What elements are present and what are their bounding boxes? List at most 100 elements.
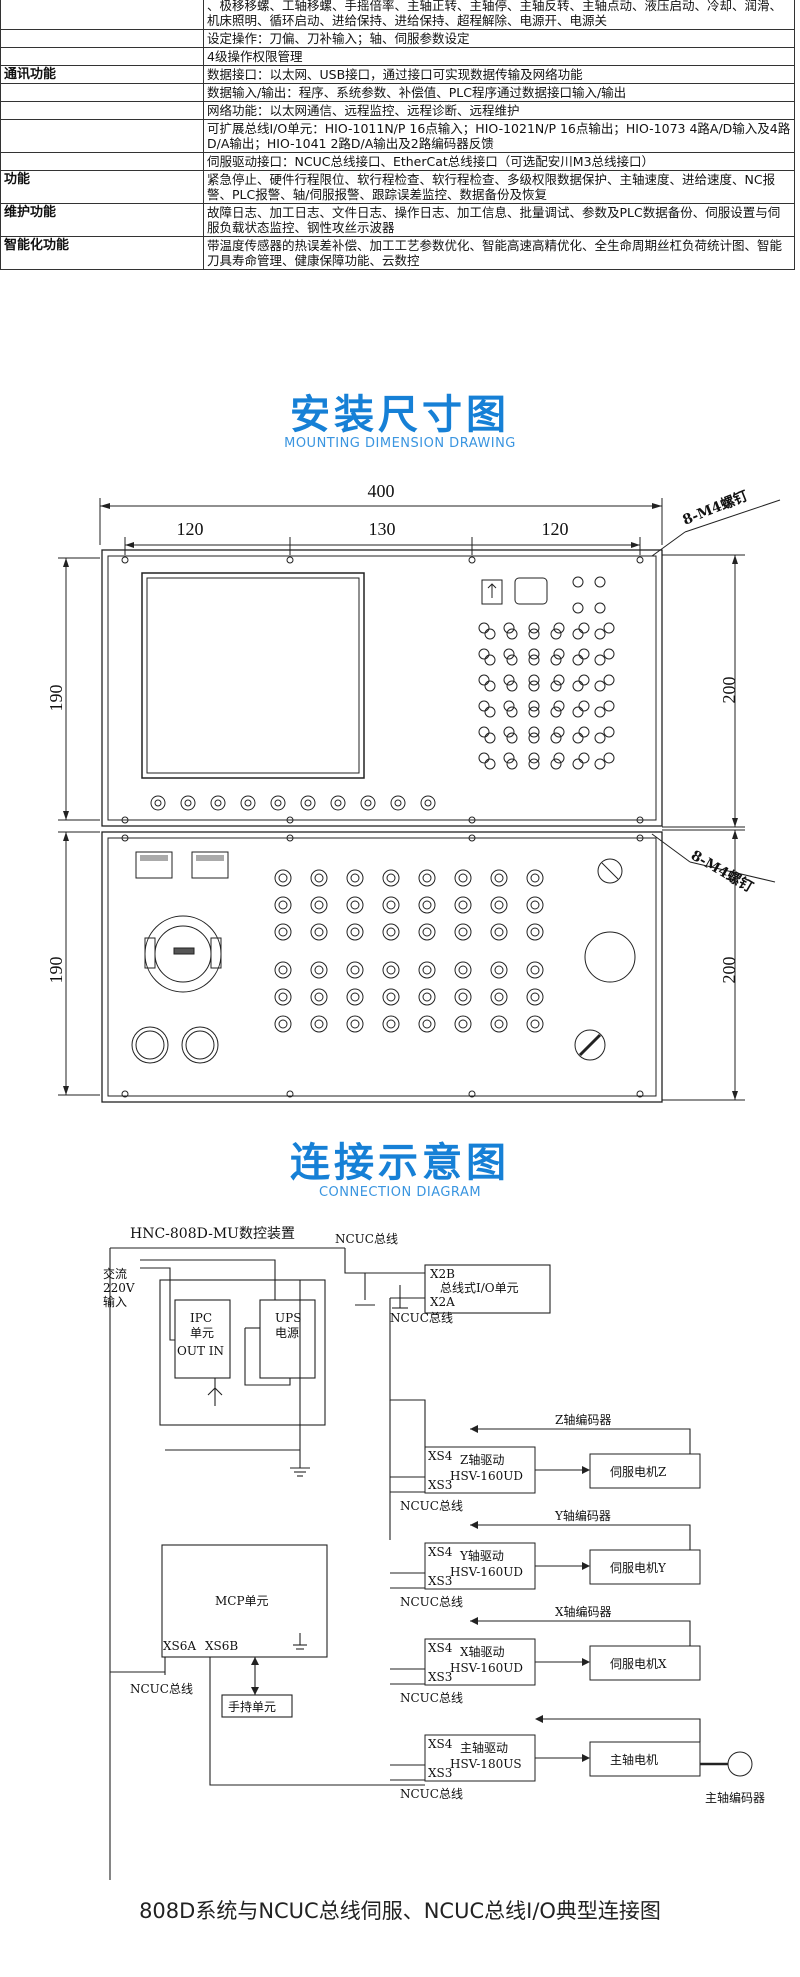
operation-button xyxy=(274,1015,292,1033)
spec-description: 、极移移螺、工轴移螺、手摇倍率、主轴正转、主轴停、主轴反转、主轴点动、液压启动、… xyxy=(203,0,795,30)
spindle-encoder-label: 主轴编码器 xyxy=(705,1790,765,1805)
keypad-key xyxy=(553,752,565,764)
keypad-key xyxy=(603,700,615,712)
screw-hole xyxy=(121,1090,129,1098)
motor-label: 伺服电机Y xyxy=(610,1561,667,1575)
operation-button xyxy=(382,988,400,1006)
operation-button xyxy=(346,896,364,914)
screw-hole xyxy=(636,556,644,564)
operation-button xyxy=(382,923,400,941)
keypad-key xyxy=(578,622,590,634)
spec-description: 网络功能：以太网通信、远程监控、远程诊断、远程维护 xyxy=(203,101,795,120)
motor-box xyxy=(589,1645,701,1681)
keypad-key xyxy=(603,752,615,764)
drive-xs4: XS4 xyxy=(428,1737,453,1751)
dim-lower-left-height: 190 xyxy=(46,957,66,984)
keypad-key xyxy=(528,706,540,718)
softkey xyxy=(390,795,406,811)
keypad-key xyxy=(528,628,540,640)
card-slot xyxy=(514,577,548,605)
emergency-stop xyxy=(584,931,636,983)
screw-hole xyxy=(121,816,129,824)
spec-description: 故障日志、加工日志、文件日志、操作日志、加工信息、批量调试、参数及PLC数据备份… xyxy=(203,203,795,237)
keypad-key xyxy=(594,576,606,588)
encoder-label: X轴编码器 xyxy=(555,1604,612,1619)
spec-row: 伺服驱动接口：NCUC总线接口、EtherCat总线接口（可选配安川M3总线接口… xyxy=(0,152,795,171)
keypad-key xyxy=(550,628,562,640)
spec-category xyxy=(0,47,204,66)
drive-xs4: XS4 xyxy=(428,1449,453,1463)
keypad-key xyxy=(503,622,515,634)
operation-button xyxy=(526,869,544,887)
operation-button xyxy=(418,869,436,887)
softkey xyxy=(300,795,316,811)
spec-description: 4级操作权限管理 xyxy=(203,47,795,66)
spec-row: 功能紧急停止、硬件行程限位、软行程检查、软行程检查、多级权限数据保护、主轴速度、… xyxy=(0,170,795,204)
softkey xyxy=(420,795,436,811)
drive-name: Y轴驱动 xyxy=(459,1548,504,1563)
screw-hole xyxy=(286,556,294,564)
operation-button xyxy=(454,896,472,914)
ipc-label-1: IPC xyxy=(190,1311,212,1325)
spec-row: 数据输入/输出：程序、系统参数、补偿值、PLC程序通过数据接口输入/输出 xyxy=(0,83,795,102)
motor-box xyxy=(589,1453,701,1489)
motor-label: 伺服电机Z xyxy=(610,1465,666,1479)
screw-hole xyxy=(636,816,644,824)
device-title: HNC-808D-MU数控装置 xyxy=(130,1226,295,1242)
keypad-key xyxy=(550,654,562,666)
encoder-label: Y轴编码器 xyxy=(554,1508,611,1523)
ups-label-1: UPS xyxy=(275,1311,301,1325)
dim-upper-right-height: 200 xyxy=(719,677,739,704)
keypad-key xyxy=(594,758,606,770)
keypad-key xyxy=(572,732,584,744)
spec-row: 智能化功能带温度传感器的热误差补偿、加工工艺参数优化、智能高速高精优化、全生命周… xyxy=(0,236,795,270)
motor-label: 伺服电机X xyxy=(610,1657,667,1671)
dim-lower-right-height: 200 xyxy=(719,957,739,984)
ac-input-2: 220V xyxy=(103,1281,135,1295)
drive-xs3: XS3 xyxy=(428,1670,452,1684)
operation-button xyxy=(310,869,328,887)
operation-button xyxy=(274,896,292,914)
spec-category xyxy=(0,152,204,171)
keypad-key xyxy=(572,706,584,718)
screw-hole xyxy=(636,1090,644,1098)
io-name: 总线式I/O单元 xyxy=(440,1281,519,1295)
dim-upper-left-height: 190 xyxy=(46,685,66,712)
keypad-key xyxy=(478,622,490,634)
spec-row: 网络功能：以太网通信、远程监控、远程诊断、远程维护 xyxy=(0,101,795,120)
ups-box xyxy=(259,1299,316,1379)
spec-category: 功能 xyxy=(0,170,204,204)
keypad-key xyxy=(594,706,606,718)
keypad-key xyxy=(484,706,496,718)
operation-button xyxy=(418,1015,436,1033)
drive-xs3: XS3 xyxy=(428,1478,452,1492)
spec-row: 4级操作权限管理 xyxy=(0,47,795,66)
operation-button xyxy=(346,869,364,887)
softkey xyxy=(270,795,286,811)
spec-row: 设定操作：刀偏、刀补输入；轴、伺服参数设定 xyxy=(0,29,795,48)
connection-subtitle: CONNECTION DIAGRAM xyxy=(318,1185,482,1200)
ac-input-1: 交流 xyxy=(103,1266,127,1281)
spec-row: 通讯功能数据接口：以太网、USB接口，通过接口可实现数据传输及网络功能 xyxy=(0,65,795,84)
screw-hole xyxy=(286,834,294,842)
dim-seg-left: 120 xyxy=(177,519,204,539)
spec-category: 智能化功能 xyxy=(0,236,204,270)
ups-label-2: 电源 xyxy=(275,1326,299,1340)
handheld-label: 手持单元 xyxy=(228,1699,276,1714)
handwheel-buttons xyxy=(131,1026,219,1064)
operation-button xyxy=(310,896,328,914)
screw-hole xyxy=(286,816,294,824)
ncuc-label-top: NCUC总线 xyxy=(335,1232,398,1246)
drive-xs3: XS3 xyxy=(428,1574,452,1588)
mcp-xs6a: XS6A xyxy=(163,1639,196,1653)
keypad-key xyxy=(553,674,565,686)
operation-button xyxy=(490,961,508,979)
screw-note-bottom: 8-M4螺钉 xyxy=(688,847,756,896)
drive-model: HSV-160UD xyxy=(450,1661,523,1675)
key-switch xyxy=(597,858,623,884)
operation-button xyxy=(526,896,544,914)
spec-table-grid: 、极移移螺、工轴移螺、手摇倍率、主轴正转、主轴停、主轴反转、主轴点动、液压启动、… xyxy=(0,0,795,270)
